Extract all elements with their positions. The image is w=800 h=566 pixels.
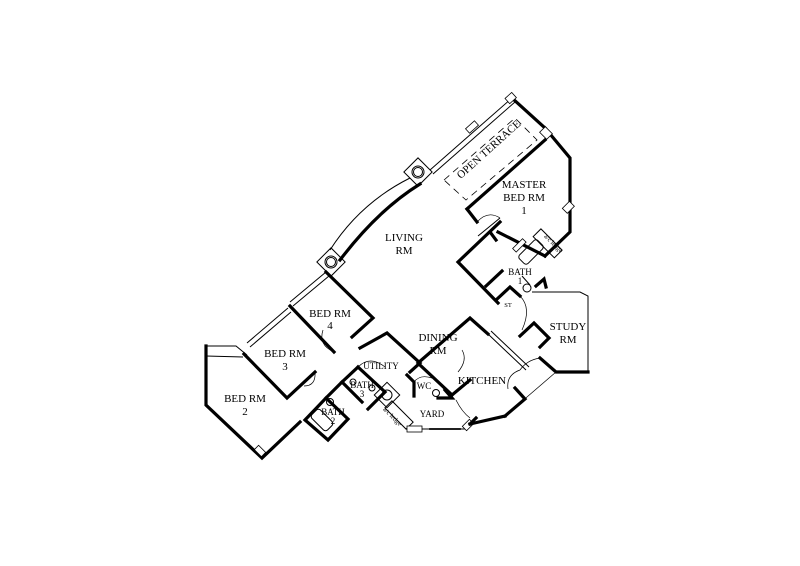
label-bed2-2: 2 [242, 406, 248, 418]
bedroom-3 [241, 307, 318, 401]
label-master-bed-2: BED RM [503, 192, 545, 204]
label-living-1: LIVING [385, 232, 423, 244]
label-master-bed-3: 1 [521, 205, 527, 217]
label-bed3-2: 3 [282, 361, 288, 373]
label-bath2-2: 2 [331, 416, 336, 426]
label-bath3-1: BATH [350, 380, 374, 390]
label-bed2-1: BED RM [224, 393, 266, 405]
label-master-bed-1: MASTER [502, 179, 547, 191]
label-living-2: RM [395, 245, 412, 257]
label-ac-ledge-2: a/c ledge [381, 406, 402, 427]
label-ac-ledge-1: a/c ledge [542, 233, 563, 254]
label-bath1-1: BATH [508, 267, 532, 277]
living-room-facade [316, 157, 433, 277]
bedroom-2 [204, 344, 303, 461]
label-kitchen: KITCHEN [458, 375, 506, 387]
label-dining-2: RM [429, 345, 446, 357]
study-room [517, 291, 590, 404]
label-yard: YARD [420, 409, 445, 419]
label-bath3-2: 3 [360, 389, 365, 399]
label-study-1: STUDY [550, 321, 587, 333]
label-utility: UTILITY [363, 361, 399, 371]
label-bath2-1: BATH [321, 407, 345, 417]
master-bedroom [464, 125, 575, 259]
label-bed3-1: BED RM [264, 348, 306, 360]
label-wc: WC [417, 381, 432, 391]
bedroom-4 [287, 269, 376, 355]
label-open-terrace: OPEN TERRACE [455, 118, 524, 182]
label-dining-1: DINING [418, 332, 457, 344]
kitchen [415, 315, 530, 427]
label-study-2: RM [559, 334, 576, 346]
label-st: ST [504, 302, 512, 309]
label-bath1-2: 1 [518, 276, 523, 286]
label-bed4-2: 4 [327, 320, 333, 332]
bath-1-block [455, 219, 563, 306]
label-bed4-1: BED RM [309, 308, 351, 320]
open-terrace [429, 91, 548, 212]
